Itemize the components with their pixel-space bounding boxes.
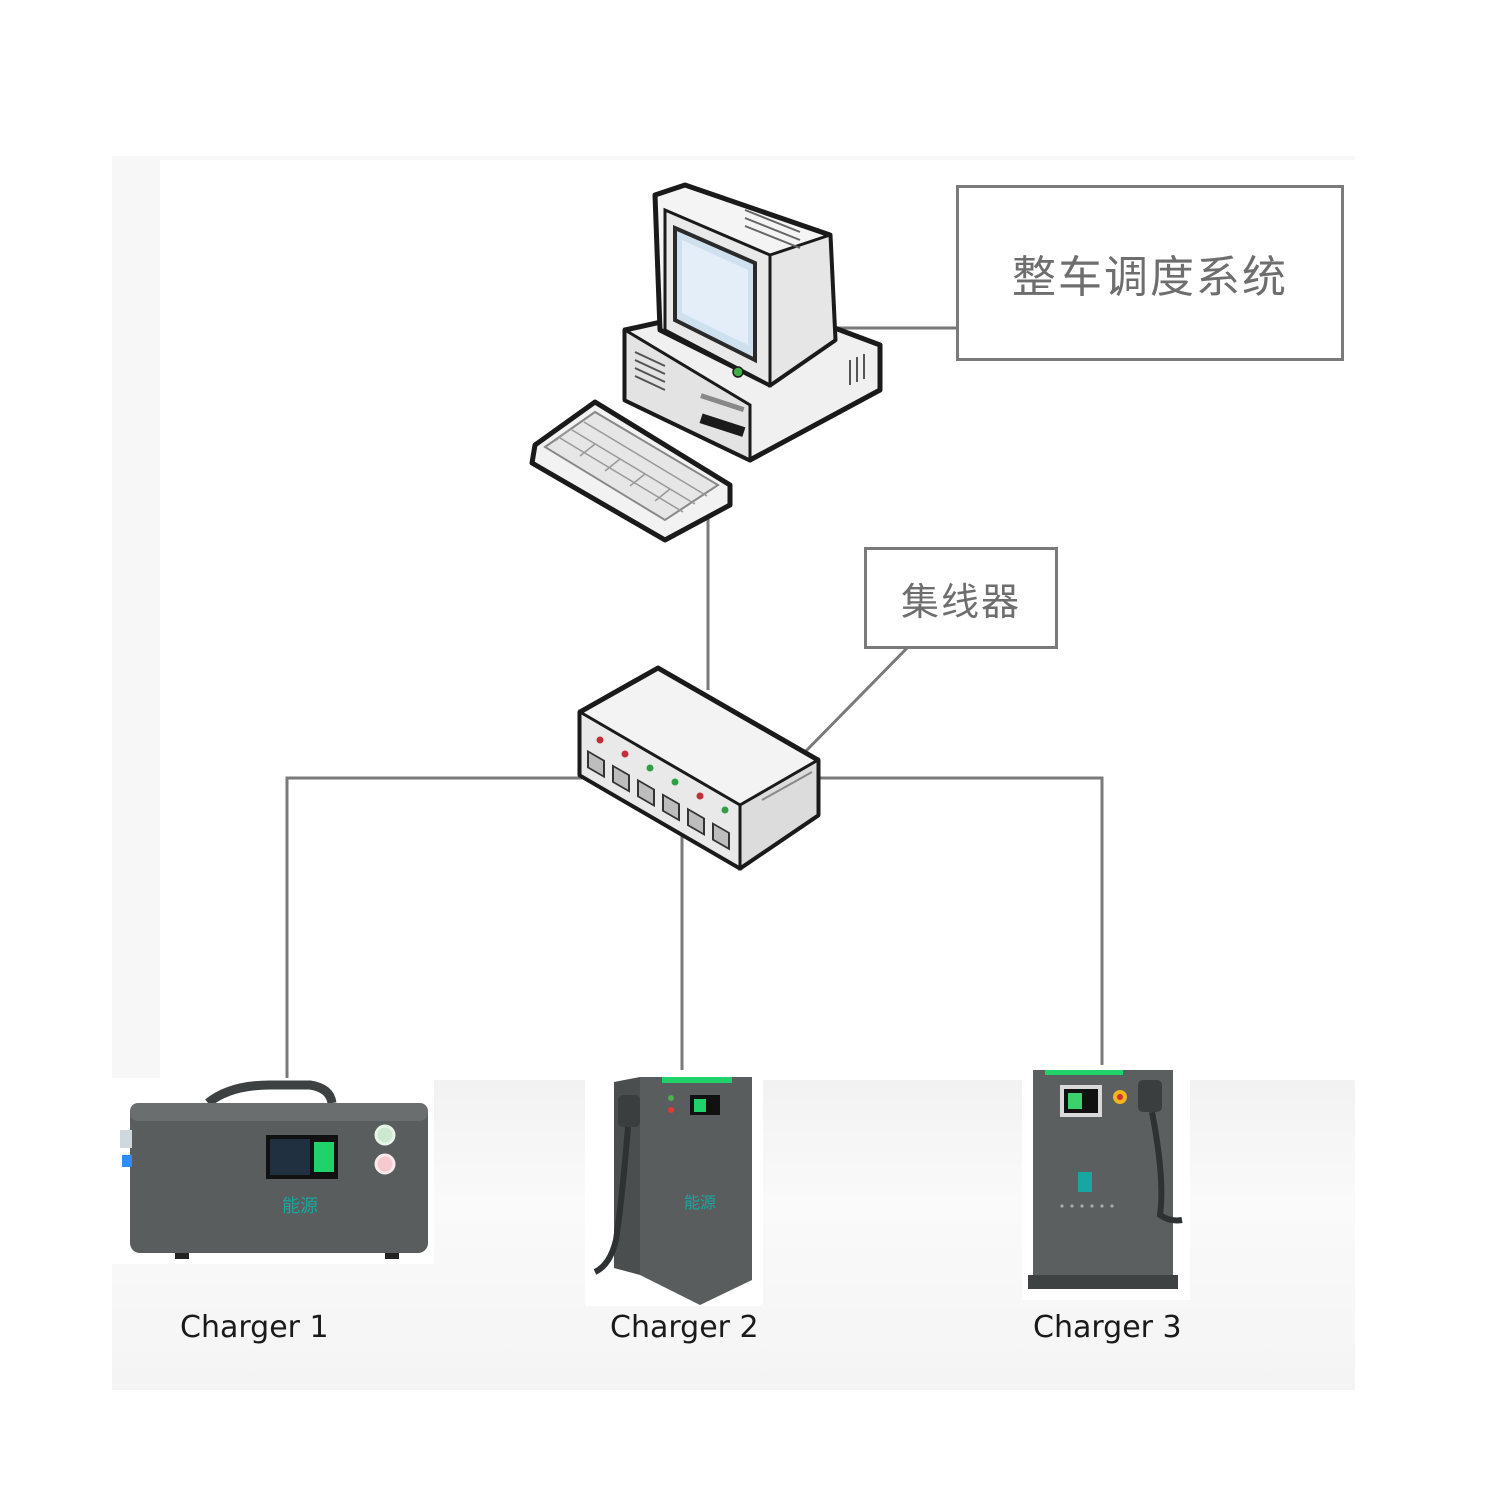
hub-label: 集线器 — [900, 579, 1021, 624]
charger-2-label: Charger 2 — [610, 1310, 759, 1345]
hub-icon — [577, 665, 821, 871]
hub-label-box: 集线器 — [864, 547, 1058, 649]
charger-3-label: Charger 3 — [1033, 1310, 1182, 1345]
hub-callout-line — [803, 643, 912, 754]
charger-1-label: Charger 1 — [180, 1310, 329, 1345]
charger-2-device: 能源 — [585, 1072, 763, 1306]
hub-to-charger1-line — [285, 776, 590, 1080]
charger-1-device: 能源 — [112, 1078, 434, 1264]
charger-3-device — [1022, 1065, 1190, 1300]
dispatch-system-label: 整车调度系统 — [1012, 252, 1288, 303]
svg-text:能源: 能源 — [684, 1193, 716, 1212]
dispatch-system-label-box: 整车调度系统 — [956, 185, 1344, 361]
svg-text:能源: 能源 — [282, 1196, 318, 1217]
hub-to-charger3-line — [812, 776, 1104, 1065]
computer-icon — [529, 182, 883, 543]
